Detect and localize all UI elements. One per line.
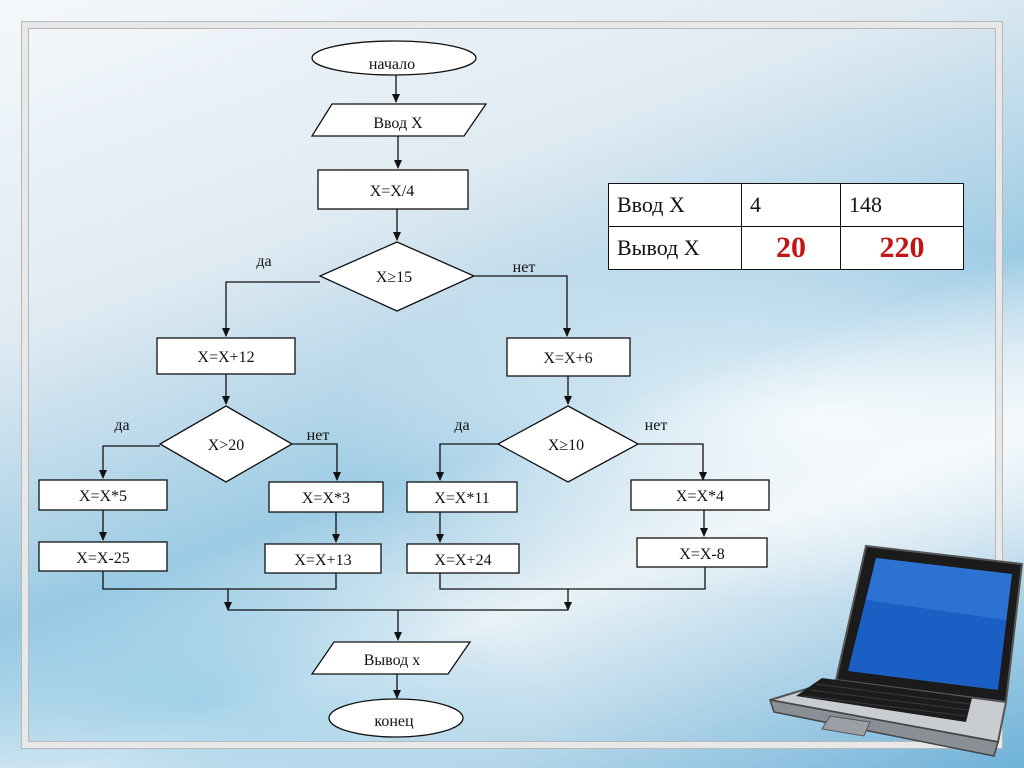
start-terminal bbox=[311, 40, 477, 76]
output-node bbox=[310, 641, 472, 675]
table-row: Ввод X 4 148 bbox=[608, 183, 964, 227]
div4-node bbox=[317, 169, 469, 210]
add24-label: X=X+24 bbox=[434, 552, 491, 569]
output-value-1: 20 bbox=[741, 226, 841, 270]
div4-label: X=X/4 bbox=[370, 183, 415, 200]
table-row: Вывод X 20 220 bbox=[608, 226, 964, 270]
input-value-1: 4 bbox=[741, 183, 841, 227]
result-table: Ввод X 4 148 Вывод X 20 220 bbox=[608, 183, 964, 270]
cond3-no-label: нет bbox=[645, 417, 668, 434]
connectors bbox=[99, 73, 708, 699]
cond2-label: X>20 bbox=[208, 437, 245, 454]
add6-node bbox=[506, 337, 631, 377]
mul4-label: X=X*4 bbox=[676, 488, 724, 505]
add24-node bbox=[406, 543, 520, 574]
cond1-no-label: нет bbox=[513, 259, 536, 276]
end-terminal bbox=[328, 698, 464, 738]
input-value-2: 148 bbox=[840, 183, 964, 227]
input-row-label: Ввод X bbox=[608, 183, 742, 227]
add6-label: X=X+6 bbox=[543, 350, 592, 367]
add12-label: X=X+12 bbox=[197, 349, 254, 366]
add13-node bbox=[264, 543, 382, 574]
sub8-label: X=X-8 bbox=[679, 546, 724, 563]
condition-x-ge-10 bbox=[496, 405, 640, 483]
mul3-label: X=X*3 bbox=[302, 490, 350, 507]
output-row-label: Вывод X bbox=[608, 226, 742, 270]
mul5-node bbox=[38, 479, 168, 511]
mul11-label: X=X*11 bbox=[434, 490, 490, 507]
sub8-node bbox=[636, 537, 768, 568]
start-label: начало bbox=[369, 56, 415, 73]
add12-node bbox=[156, 337, 296, 375]
cond3-yes-label: да bbox=[454, 417, 469, 434]
condition-x-gt-20 bbox=[158, 405, 294, 483]
output-value-2: 220 bbox=[840, 226, 964, 270]
cond2-yes-label: да bbox=[114, 417, 129, 434]
sub25-label: X=X-25 bbox=[76, 550, 129, 567]
input-node bbox=[310, 103, 488, 137]
laptop-icon bbox=[768, 544, 1024, 757]
output-label: Вывод x bbox=[364, 652, 421, 669]
mul5-label: X=X*5 bbox=[79, 488, 127, 505]
cond2-no-label: нет bbox=[307, 427, 330, 444]
mul4-node bbox=[630, 479, 770, 511]
end-label: конец bbox=[374, 713, 414, 730]
mul3-node bbox=[268, 481, 384, 513]
cond1-yes-label: да bbox=[256, 253, 271, 270]
slide-frame bbox=[22, 22, 1002, 748]
input-label: Ввод X bbox=[373, 115, 423, 132]
cond1-label: X≥15 bbox=[376, 269, 412, 286]
mul11-node bbox=[406, 481, 518, 513]
add13-label: X=X+13 bbox=[294, 552, 351, 569]
sub25-node bbox=[38, 541, 168, 572]
cond3-label: X≥10 bbox=[548, 437, 584, 454]
condition-x-ge-15 bbox=[318, 241, 476, 312]
